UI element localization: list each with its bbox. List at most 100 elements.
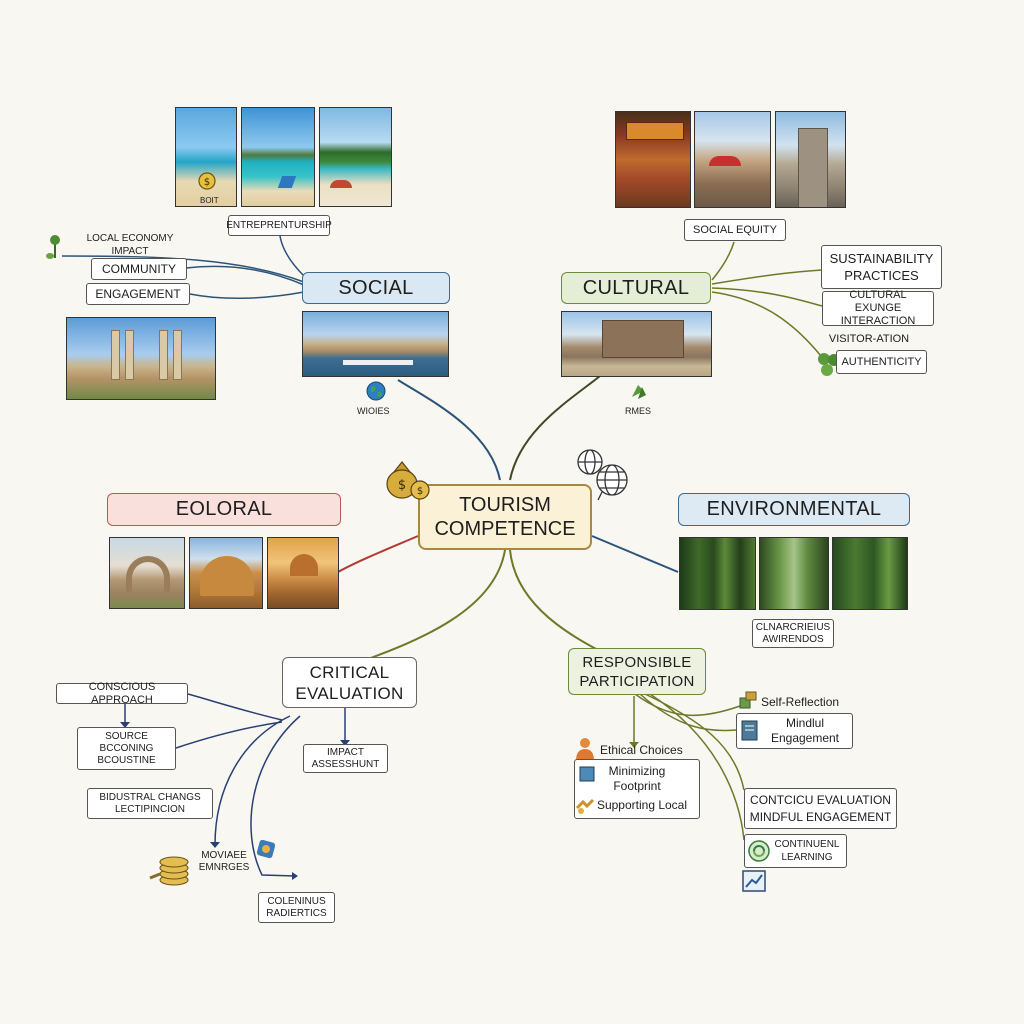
category-responsible-participation[interactable]: RESPONSIBLE PARTICIPATION [568,648,706,695]
label-bidustral-changes[interactable]: BIDUSTRAL CHANGS LECTIPINCION [87,788,213,819]
label-social-equity[interactable]: SOCIAL EQUITY [684,219,786,241]
boat-shape [343,360,413,365]
category-cultural-label: CULTURAL [582,276,690,299]
person-icon [576,738,594,761]
label-mindful-engagement[interactable]: Mindlul Engagement [736,713,853,749]
label-continuel-line2: LEARNING [781,852,833,863]
svg-text:$: $ [204,177,210,188]
link-center-social [397,379,501,481]
globe-network-icon [577,449,628,501]
photo-ruins-columns [66,317,216,400]
label-mindful-line1: Mindlul [785,716,824,730]
category-cultural[interactable]: CULTURAL [561,272,711,304]
link-cultural-authenticity [711,291,827,363]
label-continuous-evaluation[interactable]: CONTCICU EVALUATION MINDFUL ENGAGEMENT [744,788,897,829]
label-continuous-learning[interactable]: CONTINUENL LEARNING [744,834,847,868]
category-ecological[interactable]: EOLORAL [107,493,341,526]
umbrella-shape [330,180,352,188]
notebook-icon [741,720,758,741]
label-moviae-line2: EMNRGES [198,862,250,873]
photo-market-stall [615,111,691,208]
label-minimizing-footprint[interactable]: Minimizing Footprint Supporting Local [574,759,700,819]
coin-stack-icon [149,856,189,886]
column-shape-2 [125,330,134,380]
tower-shape [798,128,828,207]
label-self-reflection-text: Self-Reflection [761,694,840,709]
photo-stone-tower [775,111,846,208]
link-critical-conscious [187,693,283,721]
label-community-text: COMMUNITY [102,261,176,276]
link-critical-colenn [250,715,301,877]
arrow-impact [340,740,350,746]
label-bidustal-line2: LECTIPINCION [114,803,185,815]
central-node-tourism-competence[interactable]: TOURISM COMPETENCE [418,484,592,550]
label-source-line2: BCCONING [99,742,154,754]
label-authenticity[interactable]: AUTHENTICITY [836,350,927,374]
label-source-line1: SOURCE [105,730,148,742]
label-authenticity-text: AUTHENTICITY [841,355,922,368]
label-conscious-approach[interactable]: CONSCIOUS APPROACH [56,681,188,706]
money-bag-icon: $ $ [386,461,430,500]
label-colenn-line2: RADIERTICS [266,907,327,919]
arrow-source [120,722,130,728]
arrow-colenn [292,872,298,880]
category-critical-evaluation[interactable]: CRITICAL EVALUATION [282,657,417,708]
label-sustainability-line1: SUSTAINABILITY [829,251,934,266]
coin-icon: $ [198,172,216,190]
mound-shape [200,556,254,596]
label-impact-line2: ASSESSHUNT [311,758,380,770]
chart-card-icon [742,870,766,892]
category-environmental[interactable]: ENVIRONMENTAL [678,493,910,526]
category-responsible-line1: RESPONSIBLE [582,653,692,671]
photo-forest-2 [759,537,829,610]
label-bidustal-line1: BIDUSTRAL CHANGS [99,791,201,803]
photo-domed-palace [267,537,339,609]
label-colenn-line1: COLENINUS [267,895,326,907]
category-environmental-label: ENVIRONMENTAL [706,498,882,520]
caption-wioies: WIOIES [357,406,390,416]
handshake-icon [575,798,595,814]
label-moviae-emerges[interactable]: MOVIAEE EMNRGES [196,849,252,875]
plant-icon [46,235,60,259]
link-social-community [185,265,305,286]
category-critical-line2: EVALUATION [295,683,404,703]
label-environmental-awareness[interactable]: CLNARCRIEIUS AWIRENDOS [752,619,834,648]
category-social[interactable]: SOCIAL [302,272,450,304]
label-source-line3: BCOUSTINE [97,754,156,766]
category-ecological-label: EOLORAL [175,498,273,520]
label-minimizing-line1: Minimizing [608,764,666,778]
label-contcle-line1: CONTCICU EVALUATION [750,792,891,807]
label-source-becoming[interactable]: SOURCE BCCONING BCOUSTINE [77,727,176,770]
label-sustainability-practices[interactable]: SUSTAINABILITY PRACTICES [821,245,942,289]
recycle-globe-icon [748,840,770,862]
label-moviae-line1: MOVIAEE [201,850,247,861]
link-critical-moviae [214,715,291,846]
link-center-ecological [337,535,419,573]
link-center-responsible [509,549,599,651]
label-engagement[interactable]: ENGAGEMENT [86,283,190,305]
link-critical-source [175,721,283,749]
label-colenninus-radiertics[interactable]: COLENINUS RADIERTICS [258,892,335,923]
photo-forest-1 [679,537,756,610]
label-cultural-exchange[interactable]: CULTURAL EXUNGE INTERACTION [822,289,934,327]
label-ethical-choices[interactable]: Ethical Choices [597,741,693,759]
category-critical-line1: CRITICAL [309,662,390,682]
red-umbrella-shape [709,156,741,166]
label-self-reflection[interactable]: Self-Reflection [758,693,852,711]
photo-harbor [302,311,449,377]
label-continuel-line1: CONTINUENL [774,839,840,850]
label-community[interactable]: COMMUNITY [91,258,187,280]
label-contcle-line2: MINDFUL ENGAGEMENT [749,809,892,824]
arch-shape [126,556,170,592]
label-visitor-ation[interactable]: VISITOR-ATION [823,331,915,347]
label-entrepreneurship[interactable]: ENTREPRENTURSHIP [226,215,332,236]
label-impact-assessment[interactable]: IMPACT ASSESSHUNT [303,744,388,773]
link-center-environmental [591,535,679,573]
link-social-entrepreneurship [279,235,305,277]
label-local-economy[interactable]: LOCAL ECONOMY IMPACT [64,233,196,257]
label-supporting-local: Supporting Local [596,798,688,812]
central-node-line1: TOURISM [459,494,551,516]
photo-beach-3 [319,107,392,207]
